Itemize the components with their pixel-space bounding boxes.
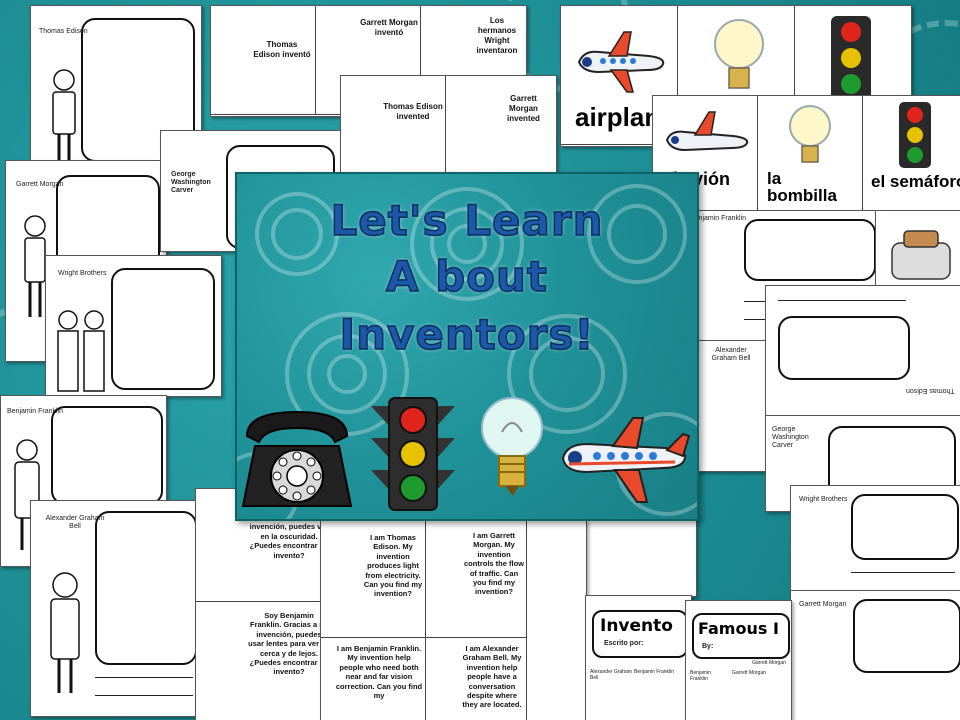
sheet-label: Wright Brothers — [799, 496, 848, 503]
inventor-figure — [14, 439, 40, 550]
sheet-label: Benjamin Franklin — [690, 215, 747, 222]
light-bulb-icon — [714, 19, 764, 89]
cover-title: Invento — [600, 616, 673, 636]
writing-frame — [111, 268, 215, 390]
sheet-label: Alexander Graham Bell — [45, 515, 105, 531]
riddle-text: I am Benjamin Franklin. My invention hel… — [335, 644, 423, 700]
inventors-cover-sheet-spanish: Invento Escrito por: Alexander Graham Be… — [585, 595, 692, 720]
riddle-text: Soy Benjamin Franklin. Gracias a mi inve… — [248, 611, 330, 677]
writing-line — [95, 695, 193, 696]
sheet-label: Garrett Morgan — [16, 181, 64, 188]
sheet-label: Wright Brothers — [58, 270, 107, 277]
vocab-word: el semáforo — [871, 172, 960, 191]
sheet-label: Garrett Morgan — [799, 601, 847, 608]
figure-caption: Garrett Morgan — [752, 660, 786, 666]
card-cell — [561, 6, 678, 145]
wright-portrait-sheet: Wright Brothers — [45, 255, 222, 397]
cover-byline: By: — [702, 643, 714, 650]
cover-title: Famous I — [698, 619, 779, 638]
card-text: Thomas Edison inventó — [253, 40, 311, 59]
sheet-label: George Washington Carver — [171, 171, 211, 195]
card-text: Garrett Morgan invented — [507, 94, 540, 123]
blank-card-sheet — [585, 515, 697, 597]
airplane-icon — [665, 111, 749, 152]
poster-title-line-1: Let's Learn — [330, 195, 604, 246]
writing-line — [95, 677, 193, 678]
inventor-figure — [16, 361, 46, 362]
bell-portrait-sheet: Alexander Graham Bell — [30, 500, 202, 717]
inventors-cover-sheet-english: Famous I By: Garrett Morgan Benjamin Fra… — [685, 600, 792, 720]
figure-caption: Benjamin Franklin — [634, 669, 675, 675]
inventor-figure — [57, 310, 105, 392]
writing-frame — [851, 494, 959, 560]
invented-card-sheet: Thomas Edison invented Garrett Morgan in… — [340, 75, 557, 177]
inventor-figure — [50, 572, 80, 693]
cover-byline: Escrito por: — [604, 640, 644, 647]
card-cell: Garrett Morgan invented — [446, 76, 554, 175]
morgan-right-sheet: Garrett Morgan — [790, 590, 960, 720]
airplane-icon — [577, 31, 665, 93]
sheet-label: Thomas Edison — [906, 387, 955, 395]
writing-line — [851, 572, 955, 573]
traffic-light-icon — [371, 397, 455, 511]
traffic-light-icon — [831, 16, 871, 100]
riddle-text: I am Alexander Graham Bell. My invention… — [462, 644, 522, 710]
spanish-riddle-sheet: Gracias a mi invención, puedes ver en la… — [195, 488, 337, 720]
edison-upside-sheet: Thomas Edison — [765, 285, 960, 417]
light-bulb-icon — [481, 397, 543, 496]
writing-line — [778, 300, 906, 301]
writing-frame — [744, 219, 876, 281]
sheet-label: Thomas Edison — [39, 28, 88, 35]
card-cell: I am Alexander Graham Bell. My invention… — [426, 638, 527, 720]
inventor-figure — [24, 215, 46, 317]
sheet-label: Alexander Graham Bell — [711, 347, 751, 363]
writing-frame — [853, 599, 960, 673]
bell-right-sheet: Alexander Graham Bell — [685, 340, 777, 472]
writing-frame — [778, 316, 910, 380]
figure-caption: Alexander Graham Bell — [590, 669, 632, 681]
card-cell: Thomas Edison inventó — [211, 6, 316, 115]
riddle-text: I am Thomas Edison. My invention produce… — [363, 533, 423, 599]
sheet-label: Benjamin Franklin — [7, 408, 64, 415]
english-riddle-sheet: I am Thomas Edison. My invention produce… — [320, 520, 587, 720]
card-text: Los hermanos Wright inventaron — [476, 16, 518, 55]
inventor-figure — [52, 69, 76, 162]
card-cell: I am Garrett Morgan. My invention contro… — [426, 521, 527, 638]
airplane-icon — [561, 417, 691, 503]
riddle-text: I am Garrett Morgan. My invention contro… — [464, 531, 524, 597]
writing-frame — [95, 511, 197, 665]
writing-frame — [51, 406, 163, 505]
wright-right-sheet: Wright Brothers — [790, 485, 960, 597]
figure-caption: Benjamin Franklin — [690, 670, 711, 682]
vocab-card-sheet-spanish: el avión la bombilla el semáforo — [652, 95, 960, 217]
card-text: Thomas Edison invented — [383, 102, 443, 121]
card-cell: Thomas Edison invented — [341, 76, 446, 175]
telephone-icon — [241, 410, 353, 507]
title-frame — [692, 613, 790, 659]
card-text: Garrett Morgan inventó — [360, 18, 418, 37]
card-cell: I am Thomas Edison. My invention produce… — [321, 521, 426, 638]
sheet-label: George Washington Carver — [772, 426, 809, 450]
light-bulb-icon — [789, 105, 831, 163]
title-poster: Let's Learn A bout Inventors! — [235, 172, 699, 521]
figure-caption: Garrett Morgan — [732, 670, 766, 676]
card-cell: I am Benjamin Franklin. My invention hel… — [321, 638, 426, 720]
vocab-word: la bombilla — [767, 169, 837, 205]
toaster-icon — [891, 230, 951, 280]
traffic-light-icon — [899, 102, 931, 168]
poster-title-line-2: A bout — [385, 251, 549, 302]
poster-title-line-3: Inventors! — [339, 309, 595, 360]
